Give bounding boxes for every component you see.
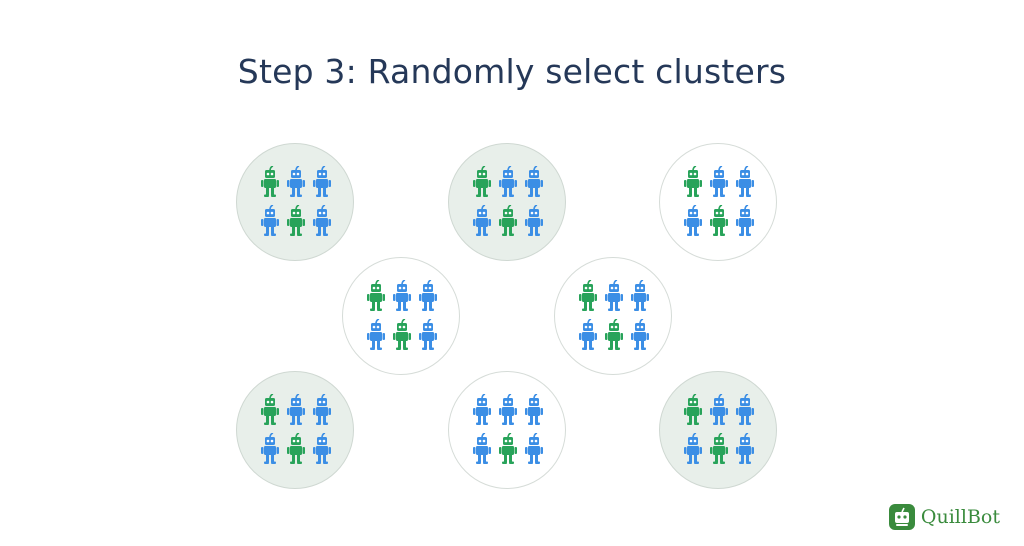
robot-icon xyxy=(525,205,543,236)
robot-icon xyxy=(684,394,702,425)
robot-icon xyxy=(710,166,728,197)
robot-group xyxy=(684,394,754,464)
robot-icon xyxy=(736,166,754,197)
robot-icon xyxy=(313,433,331,464)
robot-icon xyxy=(367,280,385,311)
robot-icon xyxy=(684,166,702,197)
robot-icon xyxy=(736,394,754,425)
robot-icon xyxy=(605,319,623,350)
robot-group xyxy=(261,394,331,464)
robot-icon xyxy=(393,280,411,311)
robot-icon xyxy=(473,394,491,425)
robot-icon xyxy=(736,205,754,236)
cluster-circle-selected xyxy=(236,143,354,261)
robot-icon xyxy=(261,166,279,197)
cluster-circle xyxy=(448,371,566,489)
robot-icon xyxy=(710,394,728,425)
robot-icon xyxy=(499,433,517,464)
robot-icon xyxy=(261,394,279,425)
robot-icon xyxy=(710,433,728,464)
robot-group xyxy=(473,394,543,464)
robot-icon xyxy=(261,433,279,464)
robot-group xyxy=(684,166,754,236)
robot-icon xyxy=(605,280,623,311)
robot-icon xyxy=(287,166,305,197)
robot-icon xyxy=(287,433,305,464)
robot-icon xyxy=(631,319,649,350)
robot-icon xyxy=(261,205,279,236)
robot-icon xyxy=(287,394,305,425)
robot-icon xyxy=(313,205,331,236)
robot-icon xyxy=(473,166,491,197)
robot-icon xyxy=(525,394,543,425)
robot-group xyxy=(473,166,543,236)
robot-icon xyxy=(499,394,517,425)
robot-icon xyxy=(579,280,597,311)
robot-icon xyxy=(313,166,331,197)
cluster-circle xyxy=(554,257,672,375)
robot-group xyxy=(261,166,331,236)
robot-icon xyxy=(419,280,437,311)
robot-icon xyxy=(499,205,517,236)
page-title: Step 3: Randomly select clusters xyxy=(237,52,787,91)
brand-name: QuillBot xyxy=(920,506,1000,528)
robot-icon xyxy=(631,280,649,311)
robot-icon xyxy=(684,433,702,464)
robot-icon xyxy=(419,319,437,350)
robot-icon xyxy=(579,319,597,350)
robot-icon xyxy=(473,433,491,464)
robot-icon xyxy=(710,205,728,236)
robot-icon xyxy=(525,433,543,464)
robot-icon xyxy=(684,205,702,236)
quillbot-logo-icon xyxy=(888,504,915,530)
cluster-circle-selected xyxy=(236,371,354,489)
robot-group xyxy=(367,280,437,350)
cluster-circle-selected xyxy=(659,371,777,489)
robot-icon xyxy=(367,319,385,350)
robot-group xyxy=(579,280,649,350)
robot-icon xyxy=(525,166,543,197)
robot-icon xyxy=(313,394,331,425)
robot-icon xyxy=(736,433,754,464)
robot-icon xyxy=(287,205,305,236)
brand-logo: QuillBot xyxy=(888,504,1000,530)
cluster-circle-selected xyxy=(448,143,566,261)
robot-icon xyxy=(473,205,491,236)
robot-icon xyxy=(393,319,411,350)
cluster-circle xyxy=(342,257,460,375)
cluster-circle xyxy=(659,143,777,261)
robot-icon xyxy=(499,166,517,197)
